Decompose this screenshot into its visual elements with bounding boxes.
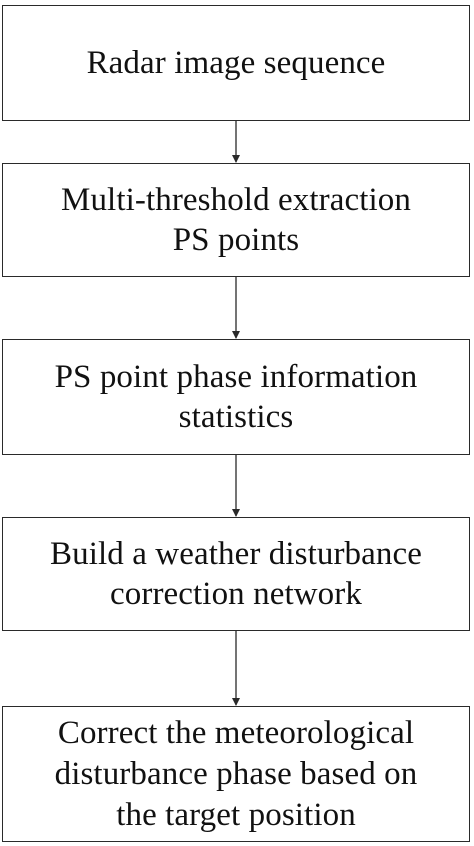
step-label-line: Correct the meteorological (57, 714, 415, 751)
step-label-line: statistics (178, 399, 294, 435)
step-label-line: the target position (116, 796, 356, 833)
step-label-line: Multi-threshold extraction (61, 182, 411, 218)
step-label-line: PS point phase information (54, 359, 418, 395)
step-label-line: correction network (110, 576, 362, 612)
step-label-line: disturbance phase based on (54, 755, 418, 792)
step-box-multi-threshold-extraction: Multi-threshold extraction PS points (2, 163, 470, 277)
step-box-correct-disturbance-phase: Correct the meteorological disturbance p… (2, 706, 470, 842)
step-box-ps-point-phase-statistics: PS point phase information statistics (2, 339, 470, 455)
step-label-line: Build a weather disturbance (50, 536, 422, 572)
step-label-line: Radar image sequence (86, 45, 386, 81)
step-label-line: PS points (172, 222, 300, 258)
step-box-radar-image-sequence: Radar image sequence (2, 5, 470, 121)
step-box-build-correction-network: Build a weather disturbance correction n… (2, 517, 470, 631)
